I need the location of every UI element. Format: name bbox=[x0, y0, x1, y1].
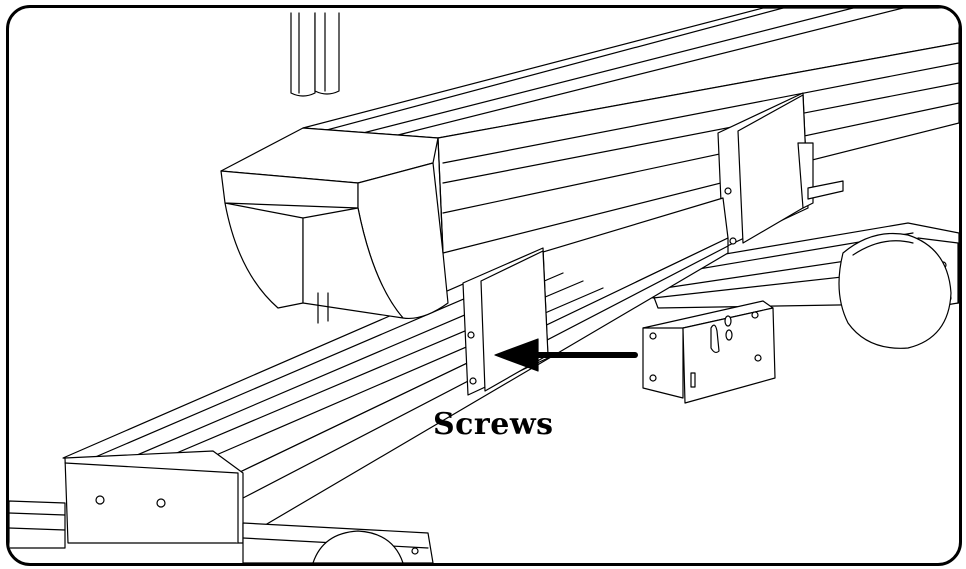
support-post bbox=[317, 292, 329, 324]
detached-bracket bbox=[642, 300, 776, 404]
screw-hole-lower bbox=[469, 377, 477, 385]
screw-hole-upper bbox=[467, 331, 475, 339]
lower-knob bbox=[312, 530, 404, 563]
callout-arrow bbox=[494, 338, 638, 372]
screws-label: Screws bbox=[433, 407, 554, 442]
assembly-drawing bbox=[9, 8, 959, 563]
end-plate bbox=[64, 450, 244, 544]
vertical-posts bbox=[290, 12, 340, 97]
center-bracket-plate bbox=[462, 247, 549, 396]
housing-cover bbox=[220, 127, 449, 320]
diagram-frame: Screws bbox=[6, 5, 962, 566]
right-knob bbox=[838, 232, 952, 349]
